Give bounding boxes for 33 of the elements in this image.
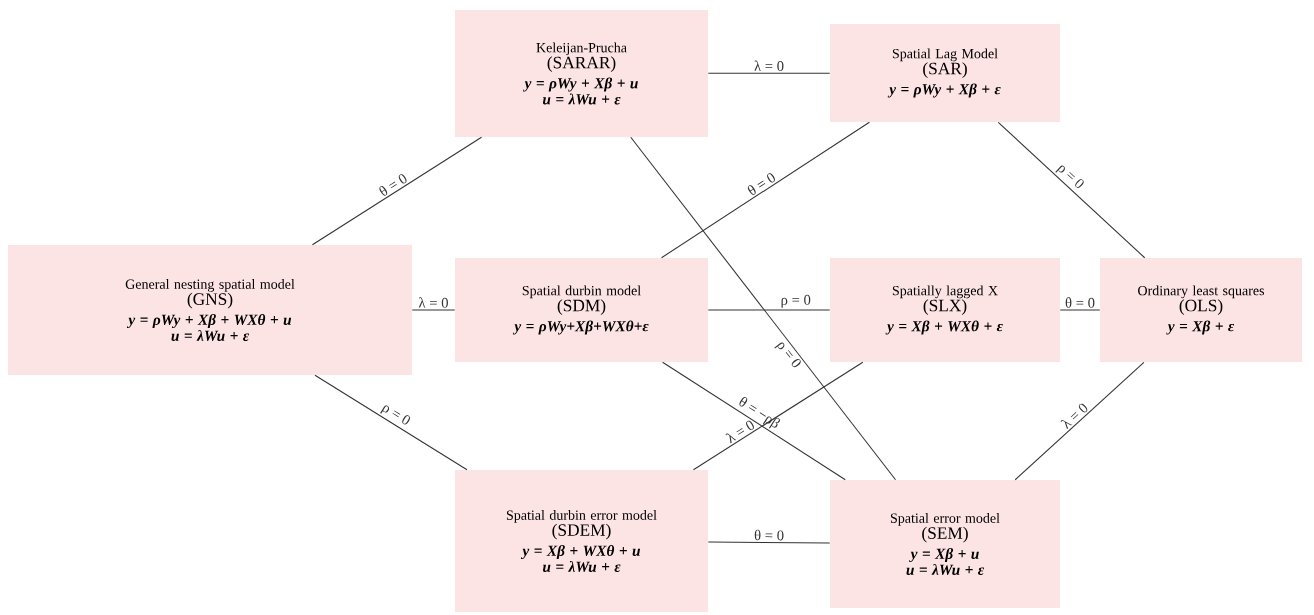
model-box: Spatial error model (SEM) y = Xβ + u u = λWu + ε xyxy=(830,480,1060,608)
model-box: Keleijan-Prucha (SARAR) y = ρWy + Xβ + u u = λWu + ε xyxy=(454,10,709,137)
edge-label: ρ = 0 xyxy=(781,294,811,308)
connector-line xyxy=(661,121,870,259)
connector-line xyxy=(692,361,864,471)
connector-line xyxy=(662,361,846,481)
connector-line xyxy=(1014,361,1145,481)
connector-line xyxy=(707,541,831,544)
edge-label: θ = 0 xyxy=(754,529,784,541)
connector-line xyxy=(1059,309,1101,311)
connector-line xyxy=(997,121,1146,259)
connector-line xyxy=(311,136,483,246)
edge-label: θ = 0 xyxy=(379,174,407,196)
model-box: Spatially lagged X (SLX) y = Xβ + WXθ + ε xyxy=(830,258,1060,362)
connector-line xyxy=(314,374,468,471)
edge-label: θ = 0 xyxy=(1065,297,1095,308)
model-box: General nesting spatial model (GNS) y = ρWy + Xβ + WXθ + u u = λWu + ε xyxy=(8,245,412,375)
model-box: Spatial durbin model (SDM) y = ρWy+Xβ+WXθ+ε xyxy=(454,258,709,362)
edge-label: ρ = 0 xyxy=(774,342,801,368)
connector-line xyxy=(707,72,831,74)
connector-line xyxy=(707,309,831,311)
edge-label: ρ = 0 xyxy=(1055,165,1084,188)
model-box: Ordinary least squares (OLS) y = Xβ + ε xyxy=(1100,258,1302,362)
edge-label: λ = 0 xyxy=(754,60,784,71)
edge-label: λ = 0 xyxy=(1060,403,1088,430)
model-box: Spatial Lag Model (SAR) y = ρWy + Xβ + ε xyxy=(830,24,1060,122)
model-box: Spatial durbin error model (SDEM) y = Xβ + WXθ + u u = λWu + ε xyxy=(454,470,709,612)
edge-label: ρ = 0 xyxy=(380,405,410,425)
connector-line xyxy=(630,136,897,481)
edge-label: λ = 0 xyxy=(725,420,754,444)
edge-label: θ = 0 xyxy=(747,173,775,195)
connector-line xyxy=(411,309,456,311)
edge-label: λ = 0 xyxy=(418,297,448,308)
